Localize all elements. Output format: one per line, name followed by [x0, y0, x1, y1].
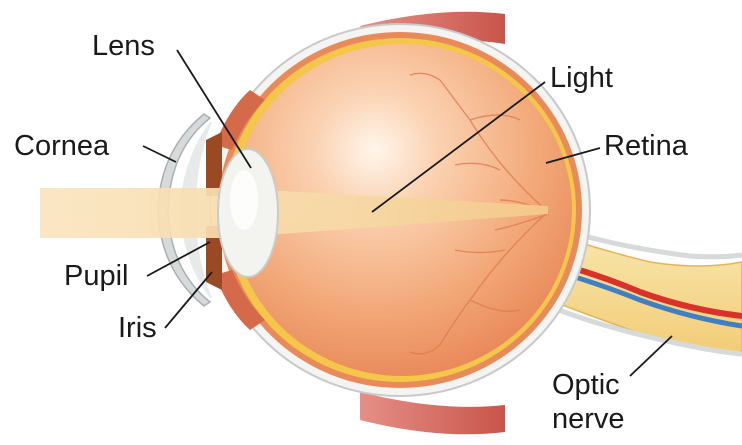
- light-label: Light: [550, 64, 613, 93]
- lower-muscle: [360, 392, 505, 434]
- cornea-label: Cornea: [14, 132, 109, 161]
- optic-nerve-label-line2: nerve: [552, 402, 625, 436]
- optic-nerve-label: Optic nerve: [552, 368, 625, 436]
- retina-label: Retina: [604, 132, 688, 161]
- pupil-label: Pupil: [64, 262, 129, 291]
- optic-nerve-label-line1: Optic: [552, 368, 625, 402]
- optic-pointer: [630, 336, 672, 376]
- iris-label: Iris: [118, 314, 157, 343]
- lens-label: Lens: [92, 32, 155, 61]
